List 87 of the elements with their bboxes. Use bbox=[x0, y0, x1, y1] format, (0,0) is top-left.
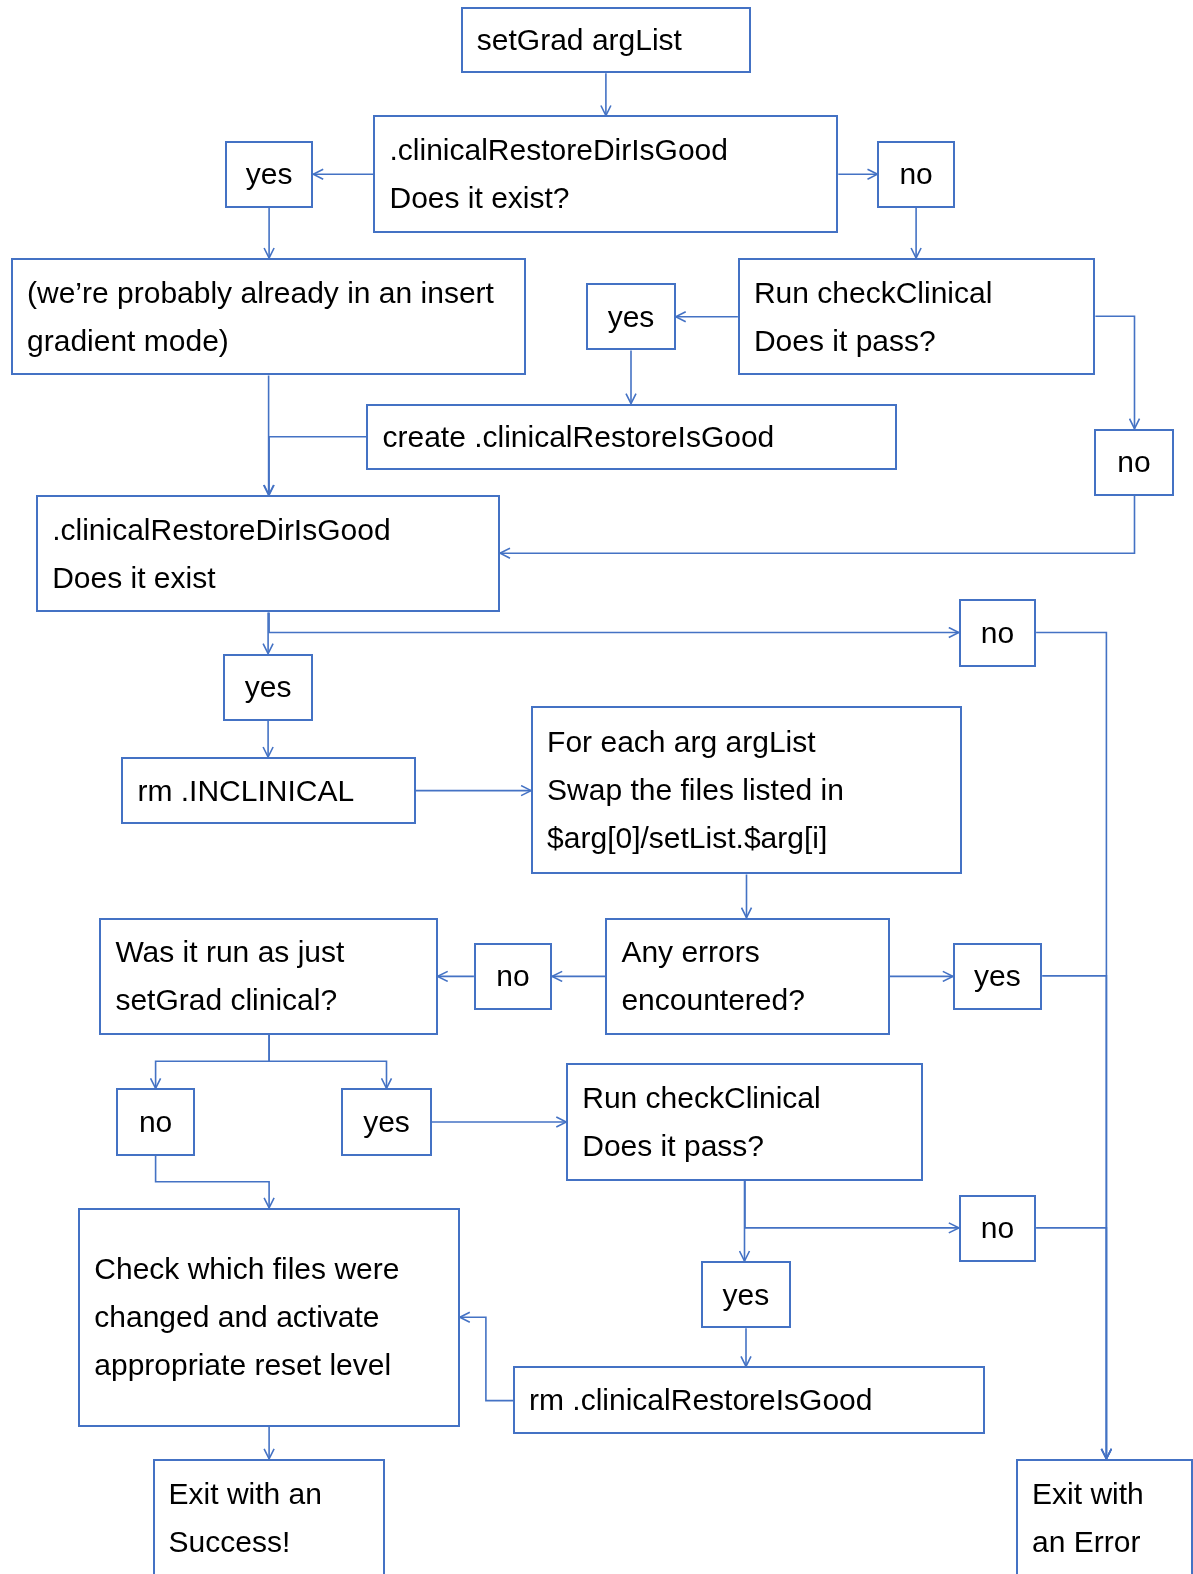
arrow bbox=[837, 168, 879, 180]
branch-label-box bbox=[1094, 428, 1174, 496]
node-text: yes bbox=[722, 1276, 770, 1313]
arrow bbox=[551, 970, 607, 983]
node-text: no bbox=[899, 156, 933, 193]
node-text: (we’re probably already in an insert gradient mode) bbox=[27, 274, 495, 359]
node-text: rm .INCLINICAL bbox=[137, 772, 356, 809]
node-text: no bbox=[980, 1210, 1015, 1247]
node-text: yes bbox=[363, 1103, 410, 1140]
arrow bbox=[910, 207, 922, 259]
branch-label-box bbox=[222, 653, 314, 721]
node-text: Does it exist? bbox=[389, 180, 571, 217]
node-text: yes bbox=[607, 298, 655, 335]
branch-label-box bbox=[958, 599, 1037, 667]
node-text: no bbox=[496, 958, 530, 995]
node-text: Any errors encountered? bbox=[621, 934, 806, 1019]
arrow bbox=[268, 1034, 393, 1090]
node-text: For each arg argList bbox=[547, 724, 817, 761]
node-text: rm .clinicalRestoreIsGood bbox=[529, 1382, 874, 1419]
arrow bbox=[262, 720, 274, 758]
arrow bbox=[888, 970, 954, 983]
process-box bbox=[121, 757, 416, 825]
arrow bbox=[674, 311, 739, 323]
process-box bbox=[152, 1458, 385, 1574]
arrow bbox=[262, 611, 274, 655]
node-text: Check which files were changed and activate appropriate reset level bbox=[94, 1251, 401, 1384]
process-box bbox=[566, 1063, 923, 1181]
arrow bbox=[1094, 315, 1141, 430]
node-text: .clinicalRestoreDirIsGood bbox=[52, 511, 392, 548]
branch-label-box bbox=[700, 1261, 792, 1329]
arrow bbox=[600, 72, 612, 117]
arrow bbox=[740, 873, 753, 919]
process-box bbox=[36, 494, 500, 613]
branch-label-box bbox=[952, 942, 1043, 1010]
arrow bbox=[154, 1154, 275, 1209]
process-box bbox=[1016, 1458, 1193, 1574]
branch-label-box bbox=[877, 140, 955, 208]
node-text: Run checkClinical bbox=[582, 1079, 822, 1116]
process-box bbox=[513, 1366, 985, 1434]
process-box bbox=[373, 115, 839, 233]
node-text: no bbox=[138, 1103, 173, 1140]
node-text: no bbox=[1117, 444, 1151, 481]
process-box bbox=[99, 917, 438, 1036]
node-text: Exit with an Success! bbox=[168, 1476, 323, 1561]
branch-label-box bbox=[473, 942, 553, 1010]
arrow bbox=[312, 168, 375, 180]
branch-label-box bbox=[341, 1088, 432, 1156]
arrow bbox=[263, 207, 275, 259]
process-box bbox=[605, 917, 890, 1036]
arrow bbox=[263, 435, 368, 496]
node-text: setGrad argList bbox=[476, 22, 683, 59]
branch-label-box bbox=[958, 1194, 1037, 1262]
node-text: .clinicalRestoreDirIsGood bbox=[389, 132, 729, 169]
process-box bbox=[460, 7, 751, 74]
arrow bbox=[268, 611, 960, 639]
branch-label-box bbox=[116, 1088, 195, 1156]
process-box bbox=[78, 1207, 460, 1427]
branch-label-box bbox=[586, 283, 676, 351]
node-text: create .clinicalRestoreIsGood bbox=[382, 418, 776, 455]
arrow bbox=[436, 970, 475, 983]
node-text: no bbox=[980, 615, 1015, 651]
process-box bbox=[11, 258, 527, 376]
arrow bbox=[459, 1311, 514, 1402]
process-box bbox=[366, 403, 897, 470]
node-text: Does it pass? bbox=[753, 322, 937, 359]
node-text: Swap the files listed in $arg[0]/setList.$arg[i] bbox=[547, 772, 845, 857]
node-text: Does it pass? bbox=[582, 1127, 765, 1164]
node-text: yes bbox=[974, 958, 1021, 995]
arrow bbox=[625, 349, 637, 405]
arrow bbox=[740, 1327, 752, 1368]
arrow bbox=[414, 784, 532, 797]
process-box bbox=[737, 258, 1096, 376]
arrow bbox=[262, 374, 275, 496]
arrow bbox=[744, 1179, 960, 1234]
node-text: Run checkClinical bbox=[753, 274, 994, 311]
process-box bbox=[531, 705, 962, 875]
arrow bbox=[430, 1116, 568, 1128]
node-text: yes bbox=[245, 156, 293, 193]
node-text: Exit with an Error bbox=[1032, 1476, 1145, 1561]
arrow bbox=[263, 1425, 275, 1460]
arrow bbox=[499, 495, 1136, 559]
arrow bbox=[1035, 1227, 1113, 1460]
branch-label-box bbox=[224, 140, 314, 208]
node-text: yes bbox=[244, 669, 292, 706]
arrow bbox=[738, 1179, 751, 1262]
node-text: Does it exist bbox=[52, 559, 217, 596]
node-text: Was it run as just setGrad clinical? bbox=[115, 934, 346, 1019]
